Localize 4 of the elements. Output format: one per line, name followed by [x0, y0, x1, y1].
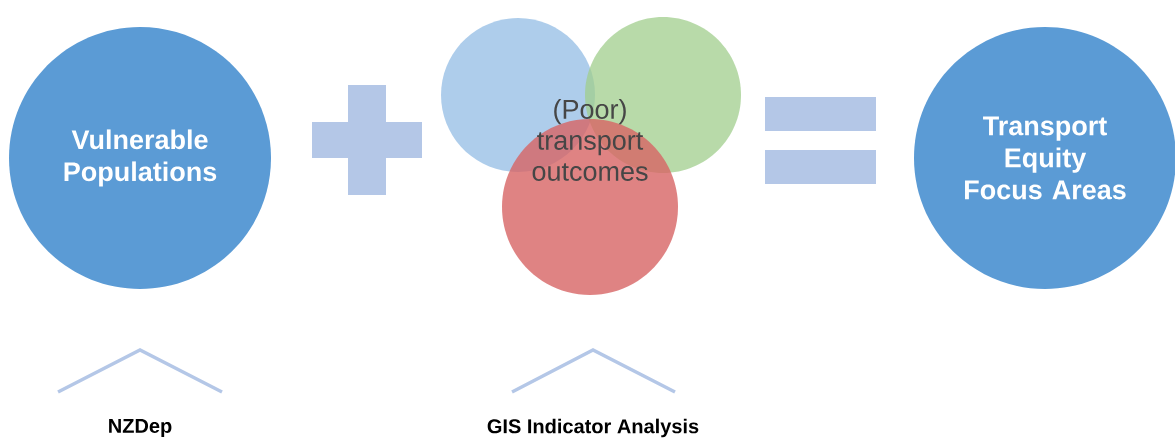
caption-label: GIS Indicator Analysis	[487, 418, 699, 438]
caption-label: NZDep	[109, 419, 172, 437]
venn-label: (Poor) transport outcomes	[532, 99, 648, 181]
circle-node: Vulnerable Populations	[9, 27, 271, 289]
